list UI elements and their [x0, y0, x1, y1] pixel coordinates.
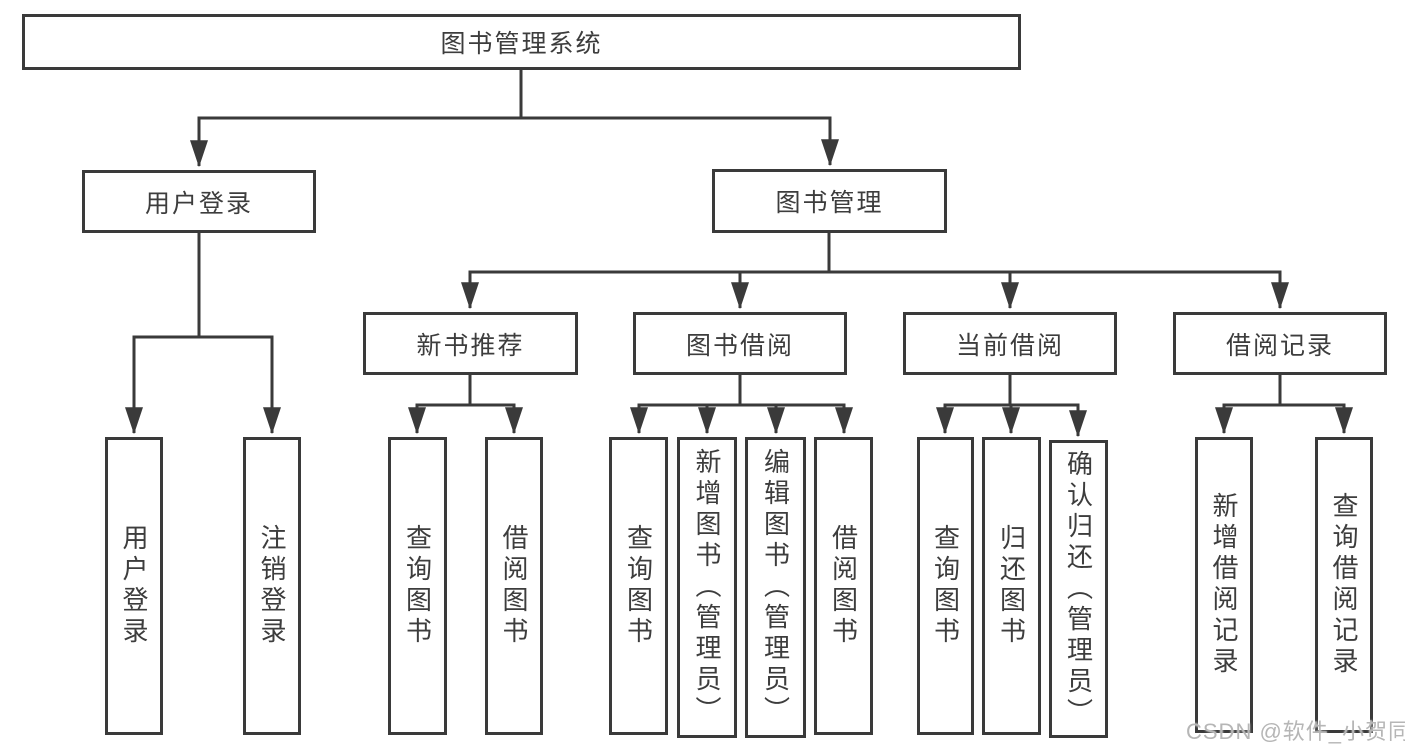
node-label: 编辑图书（管理员）: [760, 448, 791, 727]
leaf-confirm-return-admin: 确认归还（管理员）: [1049, 440, 1108, 738]
node-library-management-system: 图书管理系统: [22, 14, 1021, 70]
node-label: 查询图书: [930, 524, 961, 648]
node-label: 新增图书（管理员）: [692, 448, 722, 727]
node-user-login-branch: 用户登录: [82, 170, 316, 233]
leaf-borrow-books-2: 借阅图书: [814, 437, 873, 735]
node-label: 归还图书: [996, 524, 1027, 648]
leaf-return-books: 归还图书: [982, 437, 1041, 735]
node-label: 新增借阅记录: [1209, 492, 1239, 678]
node-label: 用户登录: [144, 189, 253, 218]
node-label: 借阅记录: [1225, 331, 1334, 360]
leaf-add-borrow-record: 新增借阅记录: [1195, 437, 1253, 733]
node-book-borrowing: 图书借阅: [633, 312, 847, 375]
node-label: 查询图书: [402, 524, 433, 648]
node-label: 注销登录: [257, 524, 287, 648]
leaf-query-books-2: 查询图书: [609, 437, 668, 735]
leaf-query-books-3: 查询图书: [917, 437, 974, 735]
leaf-logout: 注销登录: [243, 437, 301, 735]
leaf-query-borrow-record: 查询借阅记录: [1315, 437, 1373, 733]
node-current-borrowing: 当前借阅: [903, 312, 1117, 375]
leaf-edit-books-admin: 编辑图书（管理员）: [745, 437, 806, 738]
node-label: 新书推荐: [416, 331, 525, 360]
node-label: 当前借阅: [955, 331, 1064, 360]
node-label: 确认归还（管理员）: [1063, 449, 1094, 729]
node-label: 用户登录: [119, 524, 149, 648]
node-label: 借阅图书: [828, 524, 859, 648]
csdn-watermark: CSDN @软件_小贺同学: [1186, 719, 1405, 744]
leaf-query-books-1: 查询图书: [388, 437, 447, 735]
leaf-add-books-admin: 新增图书（管理员）: [677, 437, 737, 738]
node-label: 查询借阅记录: [1329, 492, 1359, 678]
node-book-management-branch: 图书管理: [712, 169, 947, 233]
node-borrowing-records: 借阅记录: [1173, 312, 1387, 375]
leaf-borrow-books-1: 借阅图书: [485, 437, 543, 735]
node-label: 查询图书: [623, 524, 654, 648]
node-new-book-recommendation: 新书推荐: [363, 312, 578, 375]
node-label: 图书借阅: [685, 331, 794, 360]
node-label: 图书管理系统: [440, 30, 603, 58]
leaf-user-login: 用户登录: [105, 437, 163, 735]
node-label: 图书管理: [775, 189, 884, 217]
node-label: 借阅图书: [499, 524, 529, 648]
